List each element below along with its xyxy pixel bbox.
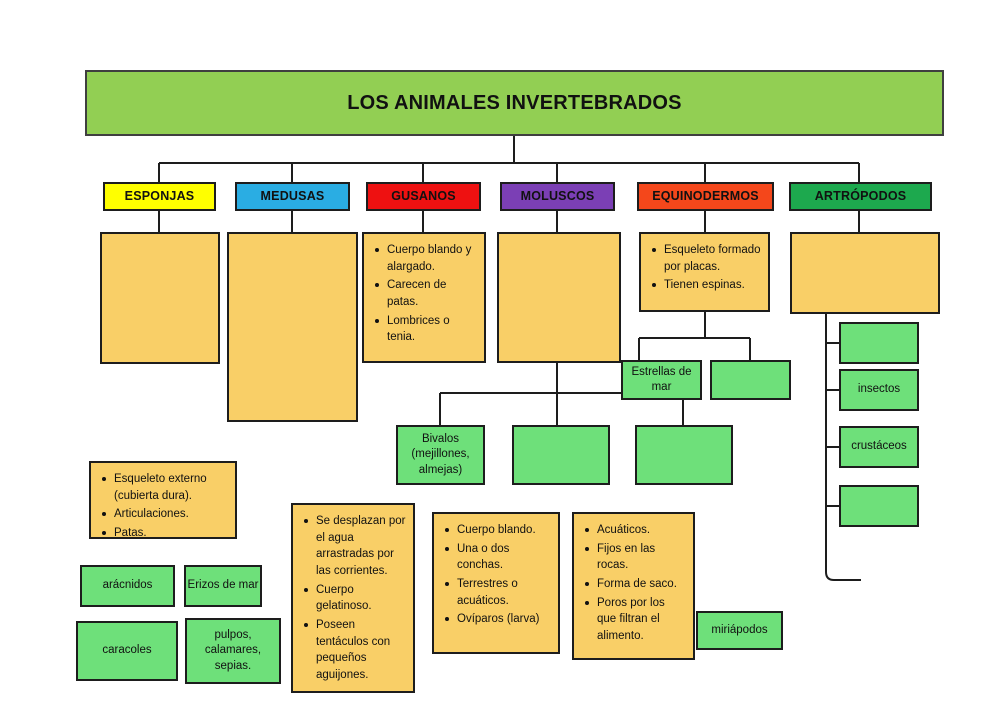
page-title: LOS ANIMALES INVERTEBRADOS <box>85 70 944 136</box>
leaf-label: caracoles <box>102 644 152 657</box>
category-medusas[interactable]: MEDUSAS <box>235 182 350 211</box>
leaf-label: pulpos, calamares, sepias. <box>204 629 262 672</box>
leaf-label: Bivalos (mejillones, almejas) <box>411 433 470 476</box>
leaf-equinodermos-empty[interactable] <box>710 360 791 400</box>
leaf-moluscos-empty-1[interactable] <box>512 425 610 485</box>
leaf-caracoles[interactable]: caracoles <box>76 621 178 681</box>
esponjas-traits-list: Acuáticos. Fijos en las rocas. Forma de … <box>580 522 687 645</box>
leaf-estrellas-de-mar[interactable]: Estrellas de mar <box>621 360 702 400</box>
leaf-aracnidos[interactable]: arácnidos <box>80 565 175 607</box>
list-item: Patas. <box>102 525 229 542</box>
list-item: Articulaciones. <box>102 506 229 523</box>
category-gusanos-label: GUSANOS <box>391 189 456 204</box>
leaf-artropodos-empty-1[interactable] <box>839 322 919 364</box>
list-item: Carecen de patas. <box>375 277 478 310</box>
list-item: Poseen tentáculos con pequeños aguijones… <box>304 617 407 684</box>
list-item: Terrestres o acuáticos. <box>445 576 552 609</box>
detail-box-moluscos <box>497 232 621 363</box>
list-item: Cuerpo blando. <box>445 522 552 539</box>
leaf-label: miriápodos <box>711 623 768 636</box>
detail-box-artropodos <box>790 232 940 314</box>
leaf-insectos[interactable]: insectos <box>839 369 919 411</box>
category-esponjas[interactable]: ESPONJAS <box>103 182 216 211</box>
leaf-crustaceos[interactable]: crustáceos <box>839 426 919 468</box>
traits-box-moluscos: Cuerpo blando. Una o dos conchas. Terres… <box>432 512 560 654</box>
category-equinodermos[interactable]: EQUINODERMOS <box>637 182 774 211</box>
category-moluscos-label: MOLUSCOS <box>520 189 595 204</box>
leaf-label: arácnidos <box>102 579 153 592</box>
leaf-pulpos-calamares-sepias[interactable]: pulpos, calamares, sepias. <box>185 618 281 684</box>
list-item: Poros por los que filtran el alimento. <box>585 595 687 645</box>
list-item: Forma de saco. <box>585 576 687 593</box>
traits-box-esponjas: Acuáticos. Fijos en las rocas. Forma de … <box>572 512 695 660</box>
list-item: Se desplazan por el agua arrastradas por… <box>304 513 407 580</box>
leaf-bivalos[interactable]: Bivalos (mejillones, almejas) <box>396 425 485 485</box>
category-moluscos[interactable]: MOLUSCOS <box>500 182 615 211</box>
leaf-label: insectos <box>857 383 901 396</box>
detail-box-medusas <box>227 232 358 422</box>
artropodos-traits-list: Esqueleto externo (cubierta dura). Artic… <box>97 471 229 542</box>
leaf-label: Erizos de mar <box>187 579 259 592</box>
gusanos-bullet-list: Cuerpo blando y alargado. Carecen de pat… <box>370 242 478 346</box>
category-gusanos[interactable]: GUSANOS <box>366 182 481 211</box>
list-item: Esqueleto formado por placas. <box>652 242 762 275</box>
leaf-miriapodos[interactable]: miriápodos <box>696 611 783 650</box>
list-item: Lombrices o tenia. <box>375 313 478 346</box>
category-artropodos-label: ARTRÓPODOS <box>814 189 907 204</box>
detail-box-equinodermos: Esqueleto formado por placas. Tienen esp… <box>639 232 770 312</box>
detail-box-esponjas <box>100 232 220 364</box>
category-equinodermos-label: EQUINODERMOS <box>652 189 759 204</box>
leaf-erizos-de-mar[interactable]: Erizos de mar <box>184 565 262 607</box>
list-item: Cuerpo blando y alargado. <box>375 242 478 275</box>
leaf-label: crustáceos <box>851 440 907 453</box>
detail-box-gusanos: Cuerpo blando y alargado. Carecen de pat… <box>362 232 486 363</box>
list-item: Ovíparos (larva) <box>445 611 552 628</box>
medusas-traits-list: Se desplazan por el agua arrastradas por… <box>299 513 407 684</box>
list-item: Una o dos conchas. <box>445 541 552 574</box>
equinodermos-bullet-list: Esqueleto formado por placas. Tienen esp… <box>647 242 762 294</box>
category-medusas-label: MEDUSAS <box>260 189 325 204</box>
list-item: Fijos en las rocas. <box>585 541 687 574</box>
leaf-moluscos-empty-2[interactable] <box>635 425 733 485</box>
leaf-artropodos-empty-2[interactable] <box>839 485 919 527</box>
moluscos-traits-list: Cuerpo blando. Una o dos conchas. Terres… <box>440 522 552 628</box>
list-item: Cuerpo gelatinoso. <box>304 582 407 615</box>
category-artropodos[interactable]: ARTRÓPODOS <box>789 182 932 211</box>
category-esponjas-label: ESPONJAS <box>124 189 195 204</box>
list-item: Tienen espinas. <box>652 277 762 294</box>
list-item: Esqueleto externo (cubierta dura). <box>102 471 229 504</box>
list-item: Acuáticos. <box>585 522 687 539</box>
traits-box-artropodos: Esqueleto externo (cubierta dura). Artic… <box>89 461 237 539</box>
traits-box-medusas: Se desplazan por el agua arrastradas por… <box>291 503 415 693</box>
leaf-label: Estrellas de mar <box>631 365 692 393</box>
